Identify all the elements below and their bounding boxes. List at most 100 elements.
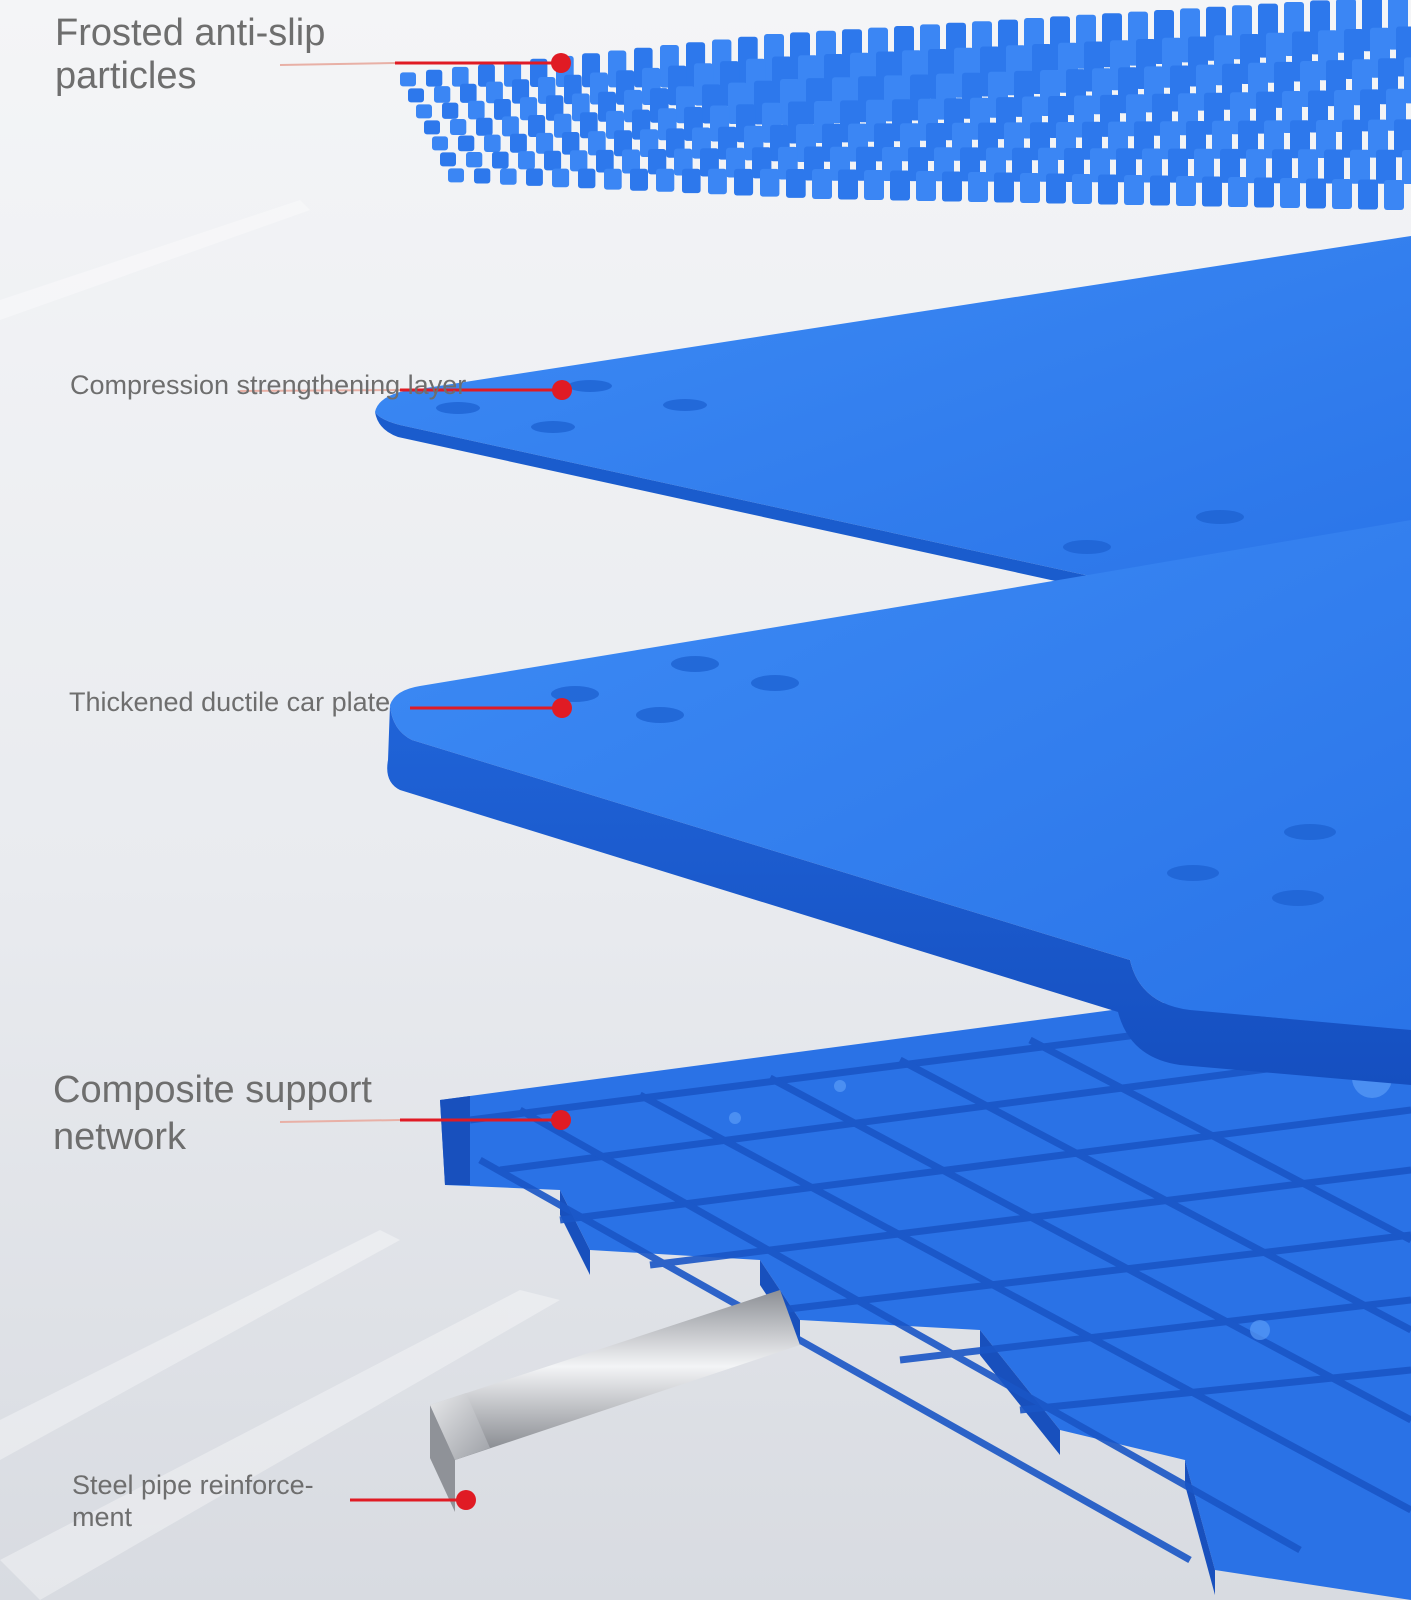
anti-slip-particle <box>526 168 543 186</box>
anti-slip-particle <box>1342 119 1362 158</box>
anti-slip-particle <box>1402 150 1411 184</box>
label-frosted-anti-slip-particles: Frosted anti-slip particles <box>55 12 326 97</box>
anti-slip-particle <box>408 88 424 103</box>
anti-slip-particle <box>452 66 469 87</box>
anti-slip-particle <box>890 170 910 201</box>
anti-slip-particle <box>1168 148 1188 183</box>
anti-slip-particle <box>432 136 448 151</box>
callout-steel <box>350 1490 476 1510</box>
anti-slip-particle <box>604 168 622 190</box>
anti-slip-particle <box>1298 149 1318 184</box>
anti-slip-particle <box>1098 174 1118 205</box>
anti-slip-particle <box>1272 149 1292 184</box>
anti-slip-particle <box>434 86 451 103</box>
anti-slip-particle <box>1072 174 1092 204</box>
label-composite-support-network: Composite support network <box>53 1069 372 1158</box>
anti-slip-particle <box>1358 179 1378 210</box>
anti-slip-particle <box>1394 119 1411 158</box>
anti-slip-particle <box>656 168 675 192</box>
anti-slip-particle <box>674 148 693 176</box>
anti-slip-particle <box>1254 177 1274 208</box>
anti-slip-particle <box>1280 178 1300 208</box>
anti-slip-particle <box>1246 149 1266 184</box>
anti-slip-particle <box>442 102 459 119</box>
anti-slip-particle <box>1306 178 1326 209</box>
callout-compression <box>239 380 572 400</box>
anti-slip-particle <box>520 97 538 121</box>
callout-composite <box>279 1110 571 1130</box>
anti-slip-particle <box>1264 120 1284 159</box>
anti-slip-particle <box>552 168 570 188</box>
anti-slip-particle <box>416 104 432 119</box>
anti-slip-particle <box>562 132 580 155</box>
anti-slip-particle <box>1194 148 1214 183</box>
label-steel-pipe-reinforcement: Steel pipe reinforce- ment <box>72 1470 314 1532</box>
anti-slip-particle <box>942 171 962 202</box>
anti-slip-particle <box>554 113 572 138</box>
anti-slip-particle <box>1046 173 1066 204</box>
anti-slip-particle <box>460 83 477 103</box>
background-streaks <box>0 200 560 1600</box>
anti-slip-particle <box>1350 149 1370 184</box>
anti-slip-particle <box>916 171 936 201</box>
anti-slip-particle <box>1290 120 1310 159</box>
anti-slip-particle <box>1202 176 1222 207</box>
anti-slip-particle <box>492 151 509 169</box>
anti-slip-particle <box>474 168 491 184</box>
anti-slip-particle <box>1384 180 1404 210</box>
anti-slip-particle <box>484 134 501 152</box>
anti-slip-particle <box>570 150 588 172</box>
callout-thickened <box>410 698 572 718</box>
anti-slip-particle <box>682 168 701 194</box>
anti-slip-particle <box>450 119 467 135</box>
anti-slip-particle <box>1150 175 1170 206</box>
anti-slip-particle <box>1020 173 1040 203</box>
anti-slip-particle <box>518 151 535 170</box>
support-network <box>440 970 1411 1600</box>
callout-frosted <box>279 53 571 73</box>
anti-slip-particle <box>622 149 640 174</box>
anti-slip-particle <box>994 172 1014 203</box>
anti-slip-particle <box>864 170 884 200</box>
anti-slip-particle <box>1090 148 1110 183</box>
anti-slip-particle <box>1038 147 1058 182</box>
anti-slip-particle <box>1376 149 1396 184</box>
anti-slip-particle <box>1228 177 1248 207</box>
anti-slip-particle <box>478 64 495 87</box>
anti-slip-particle <box>760 168 780 197</box>
anti-slip-particle <box>786 169 806 198</box>
anti-slip-particle <box>968 172 988 202</box>
anti-slip-particle <box>812 169 832 199</box>
anti-slip-particle <box>536 132 554 154</box>
anti-slip-particle <box>426 69 443 87</box>
anti-slip-particle <box>578 168 596 189</box>
anti-slip-particle <box>502 116 519 137</box>
anti-slip-particle <box>630 168 648 191</box>
anti-slip-particle <box>1124 175 1144 205</box>
anti-slip-particle <box>838 169 858 200</box>
anti-slip-particle <box>448 168 464 183</box>
anti-slip-particle <box>544 150 562 171</box>
label-thickened-ductile-car-plate: Thickened ductile car plate <box>69 687 391 717</box>
anti-slip-particle <box>400 72 416 87</box>
anti-slip-particle <box>500 168 517 185</box>
anti-slip-particle <box>648 149 667 175</box>
anti-slip-particle <box>494 99 511 120</box>
anti-slip-particle <box>1116 148 1136 183</box>
anti-slip-particle <box>1316 120 1336 158</box>
anti-slip-particle <box>1220 148 1240 183</box>
anti-slip-particles-layer <box>400 0 1411 210</box>
callout-lines <box>239 53 572 1510</box>
anti-slip-particle <box>588 131 606 156</box>
anti-slip-particle <box>596 149 614 173</box>
anti-slip-particle <box>510 133 527 153</box>
anti-slip-particle <box>1368 119 1388 158</box>
anti-slip-particle <box>440 152 456 167</box>
anti-slip-particle <box>1176 176 1196 206</box>
anti-slip-particle <box>1064 148 1084 182</box>
thickened-plate <box>387 520 1411 1085</box>
anti-slip-particle <box>1324 149 1344 184</box>
anti-slip-particle <box>468 100 485 120</box>
anti-slip-particle <box>476 117 493 136</box>
